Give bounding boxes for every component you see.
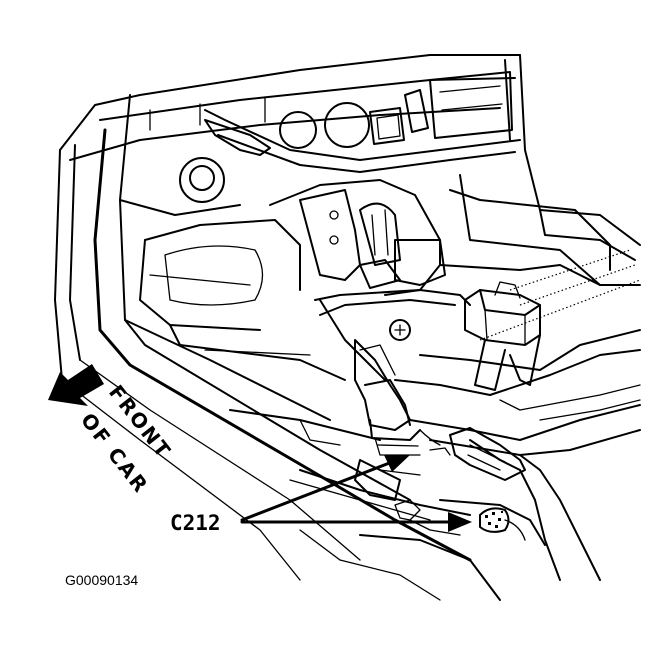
seat-belt-anchor <box>354 339 421 456</box>
lower-floor <box>229 409 546 601</box>
transmission-tunnel <box>394 329 641 581</box>
callout-label-c212: C212 <box>170 511 221 535</box>
center-console-bracket <box>269 179 471 381</box>
front-arrow-icon <box>48 364 104 406</box>
rear-console-bracket <box>464 281 541 391</box>
connector-bracket <box>419 427 526 481</box>
figure-id: G00090134 <box>65 572 138 588</box>
front-floor <box>139 219 346 381</box>
left-door-frame <box>54 94 472 581</box>
dashboard-panel <box>59 54 521 203</box>
connector-icon <box>479 507 526 541</box>
pointer-arrow-icon <box>240 455 472 532</box>
rear-floor <box>439 54 641 341</box>
